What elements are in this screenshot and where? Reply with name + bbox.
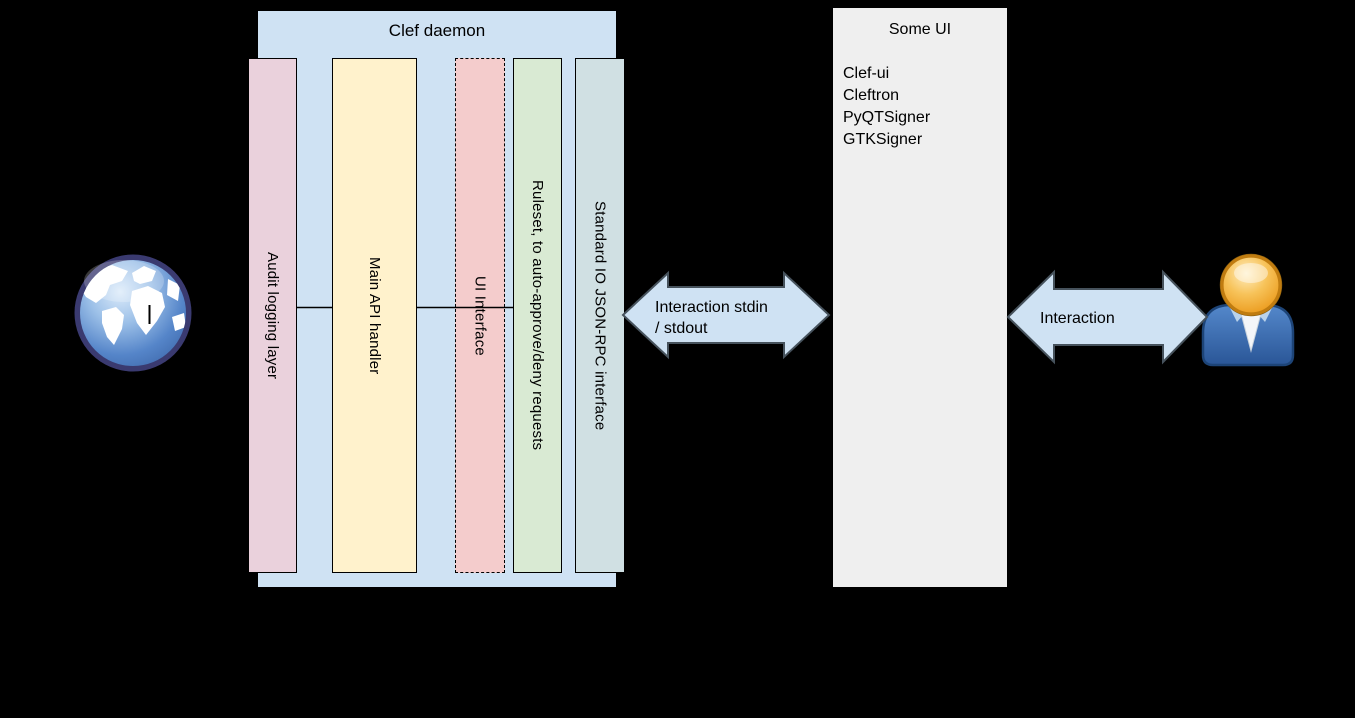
globe-icon bbox=[74, 254, 192, 372]
layer-ruleset: Ruleset, to auto-approve/deny requests bbox=[513, 58, 562, 573]
layer-stdio-jsonrpc: Standard IO JSON-RPC interface bbox=[575, 58, 625, 573]
layer-main-api-handler: Main API handler bbox=[332, 58, 417, 573]
layer-ui-interface-label: UI Interface bbox=[471, 275, 489, 356]
layer-main-api-handler-label: Main API handler bbox=[366, 256, 383, 375]
stdio-arrow-label-line2: / stdout bbox=[655, 320, 708, 337]
clef-daemon-container bbox=[257, 10, 617, 588]
layer-audit-logging-label: Audit logging layer bbox=[264, 251, 281, 380]
layer-ruleset-label: Ruleset, to auto-approve/deny requests bbox=[529, 180, 546, 451]
clef-daemon-title: Clef daemon bbox=[388, 21, 486, 40]
layer-audit-logging: Audit logging layer bbox=[248, 58, 297, 573]
some-ui-title: Some UI bbox=[888, 21, 952, 38]
some-ui-panel bbox=[833, 8, 1007, 587]
layer-ui-interface: UI Interface bbox=[455, 58, 505, 573]
some-ui-list: Clef-ui Cleftron PyQTSigner GTKSigner bbox=[843, 63, 1003, 151]
some-ui-item: GTKSigner bbox=[843, 131, 923, 148]
some-ui-item: PyQTSigner bbox=[843, 109, 931, 126]
some-ui-item: Cleftron bbox=[843, 87, 900, 104]
stdio-arrow-label-line1: Interaction stdin bbox=[655, 299, 768, 316]
some-ui-item: Clef-ui bbox=[843, 65, 890, 82]
layer-stdio-jsonrpc-label: Standard IO JSON-RPC interface bbox=[591, 200, 609, 431]
user-arrow-label: Interaction bbox=[1040, 308, 1115, 329]
stdio-arrow-label: Interaction stdin / stdout bbox=[655, 297, 768, 339]
user-arrow-label-line1: Interaction bbox=[1040, 310, 1115, 327]
user-icon bbox=[1201, 253, 1295, 367]
